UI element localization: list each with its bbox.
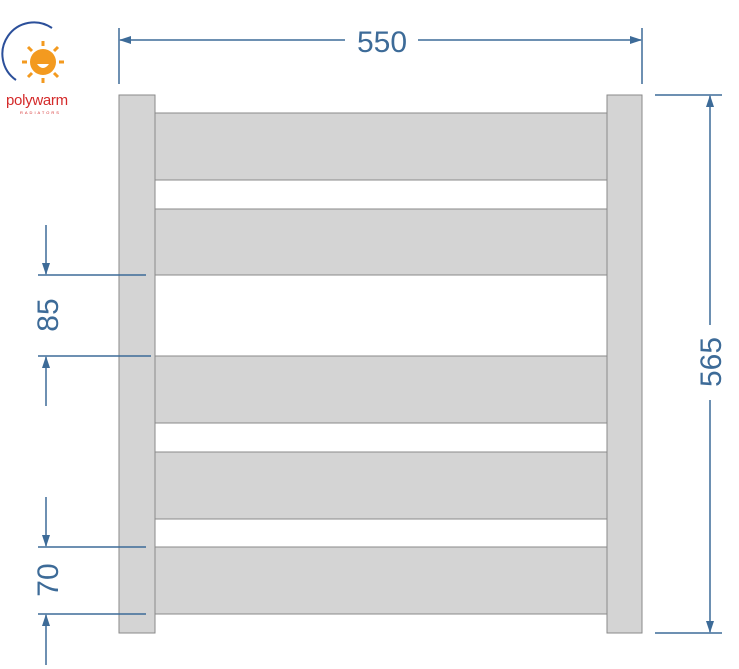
rail (154, 355, 608, 424)
height-label: 565 (695, 337, 728, 387)
logo-subtitle: RADIATORS (20, 110, 61, 115)
rail (154, 208, 608, 276)
rail (154, 546, 608, 615)
rail (154, 112, 608, 181)
logo-sun-icon (1, 21, 64, 83)
width-label: 550 (357, 26, 407, 59)
rail-height-label: 70 (32, 563, 65, 596)
logo-brand: polywarm (6, 92, 68, 109)
rail (154, 451, 608, 520)
left-post (118, 94, 156, 634)
right-post (606, 94, 643, 634)
rail-gap-label: 85 (32, 298, 65, 331)
